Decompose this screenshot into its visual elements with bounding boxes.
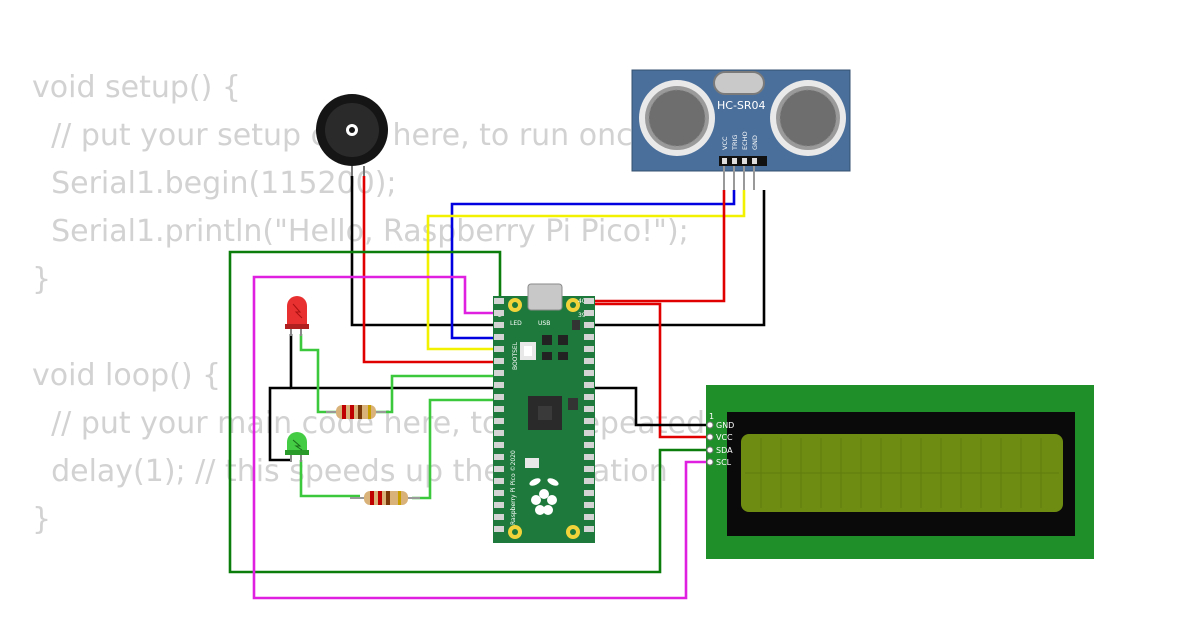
wire-black — [589, 386, 710, 427]
wire-red — [589, 190, 726, 303]
code-line: void setup() { — [32, 70, 241, 105]
sensor-pin-label: GND — [751, 135, 759, 150]
wire-red — [362, 176, 500, 364]
lcd-pin-number: 1 — [709, 412, 714, 421]
pin-label: 39 — [578, 312, 586, 319]
code-line: void loop() { — [32, 358, 222, 393]
wire-blue — [450, 190, 736, 340]
code-line: Serial1.println("Hello, Raspberry Pi Pic… — [32, 214, 689, 249]
sensor-pin-label: TRIG — [731, 135, 739, 151]
bootsel-label: BOOTSEL — [512, 341, 519, 370]
lcd-pin-label: SCL — [716, 458, 732, 467]
wire-lightgreen — [299, 334, 336, 414]
wire-black — [350, 176, 500, 327]
wire-lightgreen — [299, 460, 360, 498]
usb-port-icon — [527, 283, 563, 311]
ultrasonic-transducer-icon — [770, 80, 846, 156]
right-pin-header — [584, 298, 594, 532]
wires — [228, 176, 766, 600]
led-label: LED — [510, 320, 522, 327]
sensor-pin-label: ECHO — [741, 131, 749, 150]
sensor-model-label: HC-SR04 — [717, 99, 766, 112]
raspberry-pi-pico[interactable]: USB 1 2 39 40 LED BOOTSEL Raspberry Pi P… — [493, 283, 595, 543]
resistor-icon[interactable] — [326, 405, 386, 419]
crystal-oscillator-icon — [713, 71, 765, 95]
code-line: } — [32, 262, 52, 297]
lcd-character-grid — [745, 438, 1059, 508]
wire-black — [268, 386, 291, 462]
wire-red — [589, 302, 710, 439]
ultrasonic-sensor[interactable]: HC-SR04 VCC TRIG ECHO GND — [631, 69, 851, 190]
lcd-pin-label: SDA — [716, 446, 733, 455]
ultrasonic-transducer-icon — [639, 80, 715, 156]
code-line: Serial1.begin(115200); — [32, 166, 397, 201]
green-led-icon[interactable] — [285, 432, 309, 462]
wire-lightgreen — [412, 398, 500, 500]
usb-label: USB — [538, 320, 550, 327]
board-label: Raspberry Pi Pico ©2020 — [510, 450, 517, 525]
red-led-icon[interactable] — [285, 296, 309, 336]
left-pin-header — [494, 298, 504, 532]
wire-green — [228, 250, 710, 574]
code-line: } — [32, 502, 52, 537]
lcd-display[interactable]: 1 GND VCC SDA SCL — [706, 385, 1094, 559]
lcd-pin-label: VCC — [716, 433, 733, 442]
wire-magenta — [252, 275, 710, 600]
sensor-pin-label: VCC — [721, 136, 729, 150]
pin-label: 40 — [578, 298, 586, 305]
wire-lightgreen — [376, 374, 500, 414]
lcd-pin-label: GND — [716, 421, 734, 430]
wire-yellow — [426, 190, 746, 351]
wire-black — [589, 190, 766, 327]
resistor-icon[interactable] — [350, 491, 420, 505]
code-line: // put your setup code here, to run once… — [51, 118, 662, 153]
buzzer-icon[interactable] — [316, 94, 388, 176]
raspberry-icon — [529, 478, 559, 515]
